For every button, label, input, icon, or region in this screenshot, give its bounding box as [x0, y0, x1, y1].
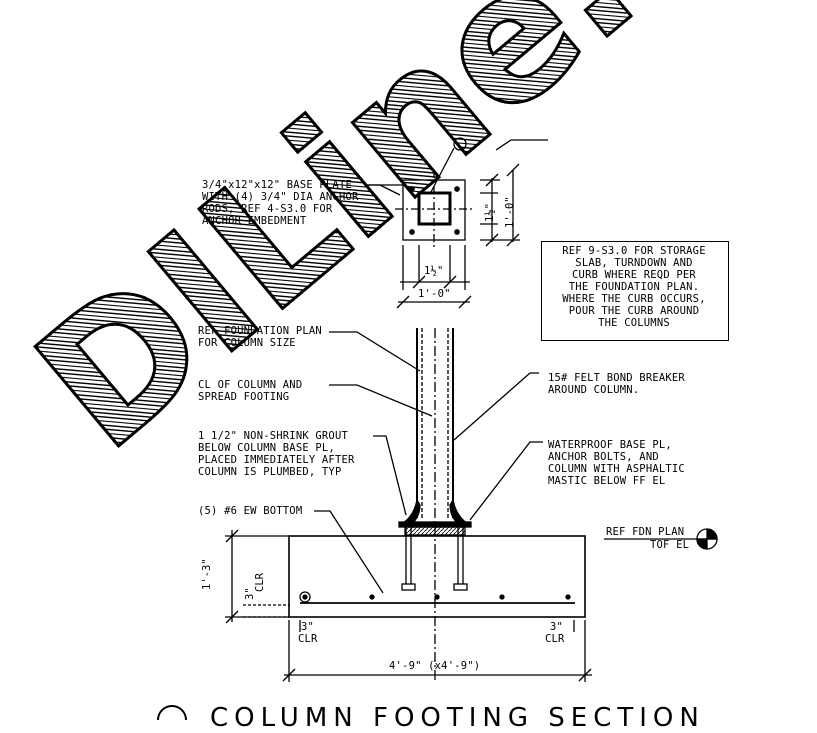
note-grout-3: PLACED IMMEDIATELY AFTER: [198, 454, 355, 466]
dim-clr-left-3: 3": [301, 621, 315, 633]
ref-box-line-5: WHERE THE CURB OCCURS,: [562, 293, 706, 305]
note-cl-col-1: CL OF COLUMN AND: [198, 379, 303, 391]
grid-bubble: [453, 137, 467, 151]
dim-plate-width: 1'-0": [418, 288, 451, 300]
note-cl-col-2: SPREAD FOOTING: [198, 391, 290, 403]
drawing-title: COLUMN FOOTING SECTION: [210, 703, 705, 733]
base-plate-elev: [398, 521, 472, 528]
dim-clr-left-clr: CLR: [298, 633, 318, 645]
dim-clr-top-clr: CLR: [254, 573, 266, 592]
note-grout-2: BELOW COLUMN BASE PL,: [198, 442, 335, 454]
ref-box-line-1: REF 9-S3.0 FOR STORAGE: [562, 245, 706, 257]
note-grout-1: 1 1/2" NON-SHRINK GROUT: [198, 430, 348, 442]
note-grout-4: COLUMN IS PLUMBED, TYP: [198, 466, 342, 478]
ref-box-line-6: POUR THE CURB AROUND: [568, 305, 700, 317]
note-ref-fdn-plan: REF FDN PLAN: [606, 526, 685, 538]
dim-clr-right-3: 3": [550, 621, 564, 633]
note-base-plate-1: 3/4"x12"x12" BASE PLATE: [202, 179, 352, 191]
note-tof-el: TOF EL: [650, 539, 690, 551]
dim-plate-height-vertical: 1'-0": [504, 196, 516, 228]
note-waterproof-3: COLUMN WITH ASPHALTIC: [548, 463, 685, 475]
note-base-plate-3: RODS, REF 4-S3.0 FOR: [202, 203, 333, 215]
ref-box-line-4: THE FOUNDATION PLAN.: [568, 281, 700, 293]
dim-plate-half-vertical: 1½": [484, 203, 496, 222]
note-waterproof-2: ANCHOR BOLTS, AND: [548, 451, 659, 463]
note-waterproof-4: MASTIC BELOW FF EL: [548, 475, 666, 487]
dim-footing-depth: 1'-3": [201, 558, 213, 590]
dim-clr-right-clr: CLR: [545, 633, 565, 645]
ref-box-line-7: THE COLUMNS: [598, 317, 670, 329]
note-base-plate-2: WITH (4) 3/4" DIA ANCHOR: [202, 191, 359, 203]
reference-note-box: [541, 241, 729, 341]
note-felt-2: AROUND COLUMN.: [548, 384, 640, 396]
note-felt-1: 15# FELT BOND BREAKER: [548, 372, 685, 384]
ref-box-line-2: SLAB, TURNDOWN AND: [575, 257, 693, 269]
dim-plate-half: 1½": [424, 265, 444, 277]
note-rebar: (5) #6 EW BOTTOM: [198, 505, 303, 517]
note-base-plate-4: ANCHOR EMBEDMENT: [202, 215, 307, 227]
footing: [288, 535, 586, 618]
note-fdn-plan-2: FOR COLUMN SIZE: [198, 337, 296, 349]
ref-box-line-3: CURB WHERE REQD PER: [572, 269, 696, 281]
note-waterproof-1: WATERPROOF BASE PL,: [548, 439, 672, 451]
dim-footing-width: 4'-9" (x4'-9"): [389, 660, 481, 672]
note-fdn-plan-1: REF FOUNDATION PLAN: [198, 325, 322, 337]
grout-pad: [404, 526, 466, 536]
